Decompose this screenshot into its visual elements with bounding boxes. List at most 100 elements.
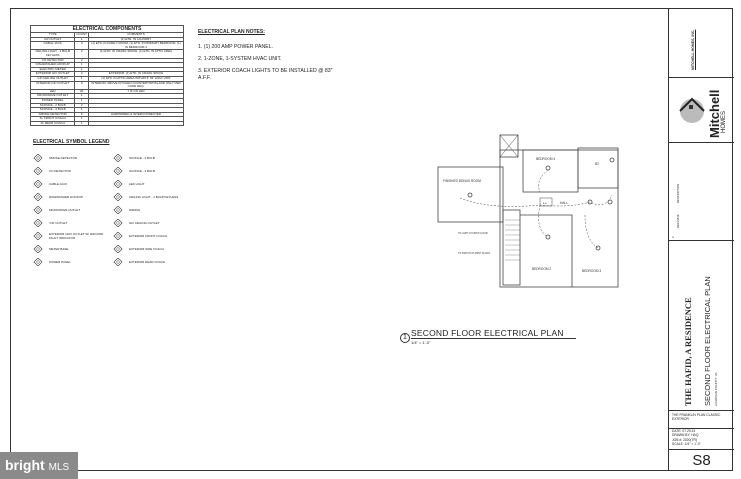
legend-label: CEILING LIGHT - 1 BULB KEYLESS — [129, 194, 179, 199]
detail-number: 1 — [400, 333, 410, 343]
cell-count: 9 — [74, 80, 89, 90]
callout-light: TO LIGHT AT FIRST FLOOR — [458, 232, 488, 235]
room-label-bath-2: B2 — [595, 162, 599, 166]
project-info: THE HAFID, A RESIDENCE SECOND FLOOR ELEC… — [669, 241, 734, 411]
room-label-bedroom-3: BEDROOM 3 — [582, 269, 601, 273]
legend-item: METER BASE — [33, 244, 113, 253]
electrical-symbol-icon — [113, 192, 123, 201]
legend-label: GFI CEILING OUTLET — [129, 220, 160, 225]
cell-type: INTERIOR GFI OUTLET — [29, 80, 76, 90]
cell-comment: (1) ETD. IN CRAWL SPACE, (1) ETD. IN ATT… — [88, 49, 184, 59]
electrical-symbol-icon — [113, 231, 123, 240]
table-title: ELECTRICAL COMPONENTS — [30, 25, 184, 33]
legend-item: MICROWAVE OUTLET — [33, 205, 113, 214]
watermark-suffix: MLS — [48, 462, 70, 473]
note: 2. 1-ZONE, 1-SYSTEM HVAC UNIT. — [198, 56, 282, 62]
electrical-symbol-icon — [33, 218, 43, 227]
legend-item: POWER PANEL — [33, 257, 113, 266]
note: 3. EXTERIOR COACH LIGHTS TO BE INSTALLED… — [198, 68, 333, 81]
legend-label: WIRING — [129, 207, 141, 212]
symbol-legend: SMOKE DETECTOR SCONCE - 2 BULB CO DETECTOR… — [33, 153, 193, 266]
logo-sub: HOMES — [721, 110, 727, 133]
cell-comment — [88, 120, 184, 127]
legend-label: SCONCE - 3 BULB — [129, 168, 155, 173]
date: DATE: 07.29.24 — [672, 429, 696, 433]
air-handler-label: A.H. — [543, 202, 547, 205]
legend-item: EXTERIOR FRONT COACH — [113, 231, 193, 240]
legend-label: 'CR' OUTLET — [49, 220, 68, 225]
sheet-title: SECOND FLOOR ELECTRICAL PLAN — [703, 276, 712, 406]
plan-scale: 1/4" = 1'-0" — [411, 340, 431, 345]
electrical-symbol-icon — [33, 153, 43, 162]
electrical-symbol-icon — [33, 166, 43, 175]
job-number: JOB #: 2020(TR) — [672, 437, 697, 442]
electrical-symbol-icon — [113, 257, 123, 266]
logo-text: Mitchell — [707, 89, 722, 138]
legend-label: LED LIGHT — [129, 181, 145, 186]
electrical-symbol-icon — [33, 192, 43, 201]
rev-date-header: REV DATE — [676, 214, 680, 228]
room-label-hall: HALL — [560, 201, 568, 205]
legend-item: EXTERIOR 110V OUTLET W/ GROUND FAULT IND… — [33, 231, 113, 240]
legend-label: EXTERIOR FRONT COACH — [129, 233, 168, 238]
legend-item: GFI CEILING OUTLET — [113, 218, 193, 227]
electrical-symbol-icon — [33, 205, 43, 214]
electrical-symbol-icon — [33, 179, 43, 188]
electrical-symbol-icon — [113, 244, 123, 253]
room-label-bedroom-2: BEDROOM 2 — [532, 267, 551, 271]
electrical-symbol-icon — [113, 218, 123, 227]
legend-label: METER BASE — [49, 246, 69, 251]
watermark-brand: bright — [5, 457, 45, 473]
logo: Mitchell HOMES — [669, 78, 734, 143]
legend-label: EXTERIOR REAR COACH — [129, 259, 166, 264]
legend-item: 'CR' OUTLET — [33, 218, 113, 227]
floor-plan: FINISHED BONUS ROOM BEDROOM 4 B2 HALL A.… — [437, 134, 619, 288]
legend-item: EXTERIOR REAR COACH — [113, 257, 193, 266]
electrical-symbol-icon — [113, 205, 123, 214]
drawing-info: DATE: 07.29.24 DRAWN BY: HAQ JOB #: 2020… — [672, 429, 701, 446]
plan-title-block: 1 SECOND FLOOR ELECTRICAL PLAN 1/4" = 1'… — [400, 328, 576, 345]
legend-item: WIRING — [113, 205, 193, 214]
notes-title: ELECTRICAL PLAN NOTES: — [198, 29, 265, 35]
project-name: THE HAFID, A RESIDENCE — [683, 297, 693, 406]
legend-label: POWER PANEL — [49, 259, 71, 264]
plan-title: SECOND FLOOR ELECTRICAL PLAN — [411, 328, 576, 339]
legend-item: SCONCE - 3 BULB — [113, 166, 193, 175]
electrical-symbol-icon — [113, 179, 123, 188]
legend-item: LED LIGHT — [113, 179, 193, 188]
company-info: MITCHELL HOMES, INC. — [669, 8, 734, 78]
electrical-symbol-icon — [33, 231, 43, 240]
electrical-symbol-icon — [33, 257, 43, 266]
electrical-symbol-icon — [113, 166, 123, 175]
legend-label: SCONCE - 2 BULB — [129, 155, 155, 160]
legend-label: CO DETECTOR — [49, 168, 71, 173]
legend-item: CO DETECTOR — [33, 166, 113, 175]
cell-count: 1 — [74, 120, 89, 127]
note: 1. (1) 200 AMP POWER PANEL. — [198, 44, 274, 50]
cell-count: 2 — [74, 49, 89, 59]
legend-label: EXTERIOR SIDE COACH — [129, 246, 164, 251]
legend-item: EXTERIOR SIDE COACH — [113, 244, 193, 253]
cell-type: XL REAR COACH — [29, 120, 76, 127]
plan-name: THE FRANKLIN PLAN CLASSIC EXTERIOR — [669, 411, 734, 429]
legend-title: ELECTRICAL SYMBOL LEGEND — [33, 139, 110, 145]
legend-item: DISHWASHER HOOKUP — [33, 192, 113, 201]
plan-notes: 1. (1) 200 AMP POWER PANEL. 2. 1-ZONE, 1… — [198, 44, 338, 87]
rev-num: # — [671, 236, 675, 238]
electrical-symbol-icon — [33, 244, 43, 253]
legend-item: CEILING LIGHT - 1 BULB KEYLESS — [113, 192, 193, 201]
legend-label: EXTERIOR 110V OUTLET W/ GROUND FAULT IND… — [49, 231, 104, 240]
legend-label: SMOKE DETECTOR — [49, 155, 78, 160]
legend-item: SMOKE DETECTOR — [33, 153, 113, 162]
scale: SCALE: 1/4" = 1'-0" — [672, 441, 701, 446]
room-label-bonus: FINISHED BONUS ROOM — [443, 179, 481, 183]
description-header: DESCRIPTION — [676, 183, 680, 203]
legend-label: MICROWAVE OUTLET — [49, 207, 81, 212]
drawn-by: DRAWN BY: HAQ — [672, 433, 699, 438]
house-logo-icon — [679, 97, 705, 123]
